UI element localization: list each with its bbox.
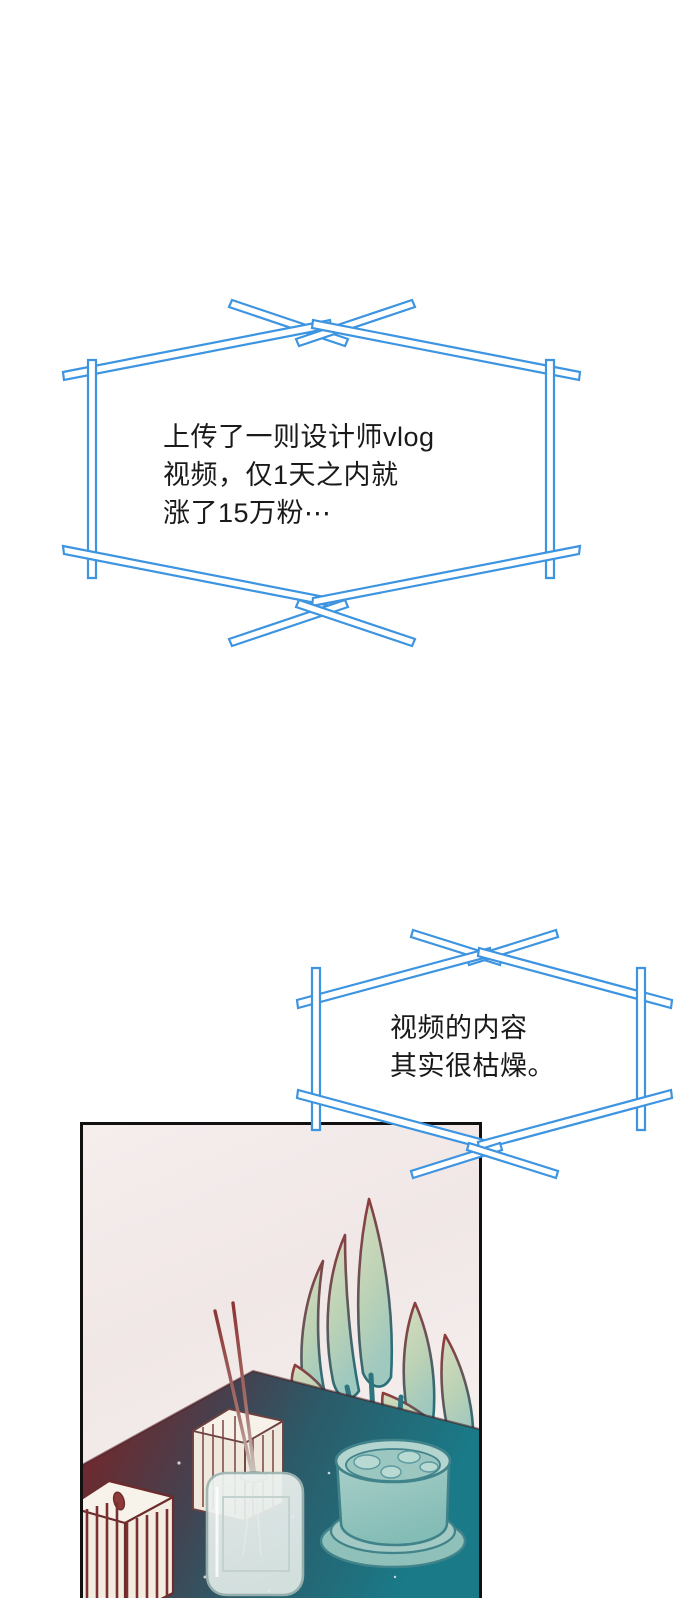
bubble-2-text: 视频的内容 其实很枯燥。 (390, 1013, 555, 1081)
reed-diffuser-bottle (205, 1471, 305, 1597)
bubble-1-text: 上传了一则设计师vlog 视频，仅1天之内就 涨了15万粉⋯ (163, 422, 435, 528)
pot-body (335, 1459, 451, 1547)
potted-plant-pot (319, 1438, 467, 1569)
pot-pebbles (353, 1450, 439, 1479)
reed-sticks (213, 1301, 257, 1479)
panel-1 (80, 1122, 482, 1598)
striped-tissue-box (83, 1479, 175, 1598)
desk-still-life-art (83, 1125, 479, 1598)
